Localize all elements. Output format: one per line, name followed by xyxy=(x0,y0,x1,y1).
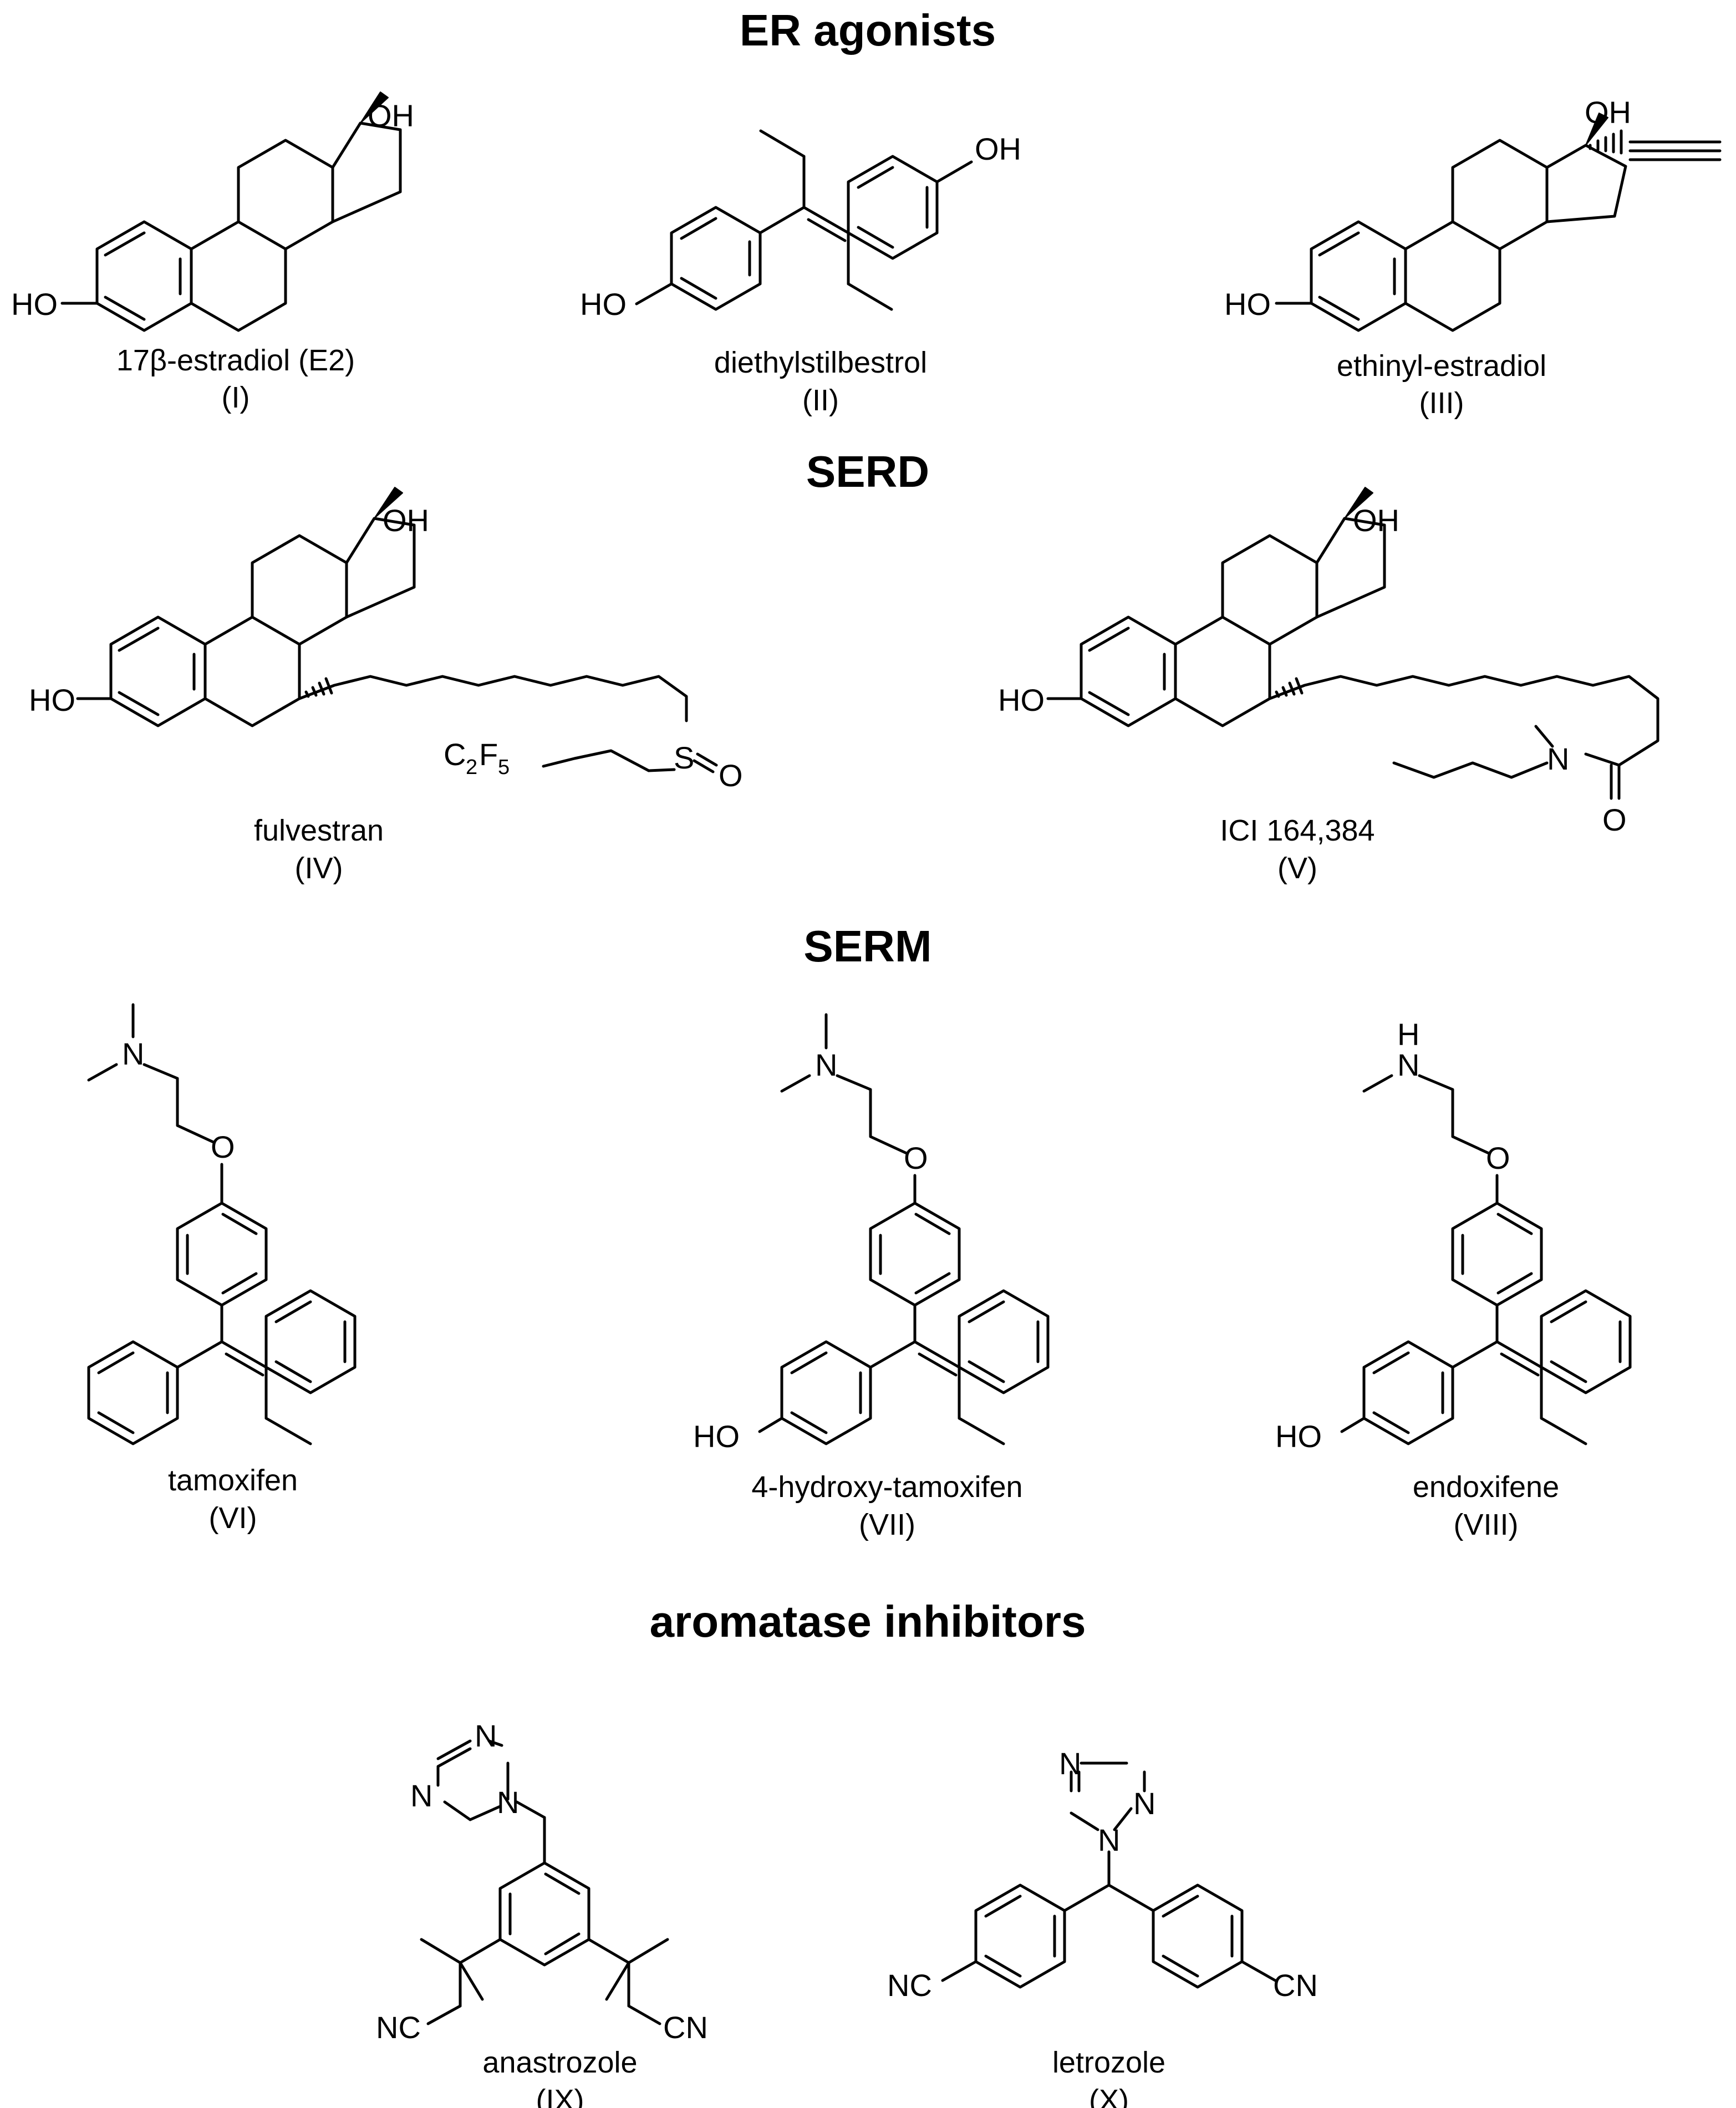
atom-o: O xyxy=(1602,802,1627,837)
atom-nc: NC xyxy=(376,2010,421,2045)
atom-n: N xyxy=(1098,1822,1120,1857)
atom-n: N xyxy=(1059,1746,1081,1781)
atom-h: H xyxy=(1397,1017,1419,1052)
compound-numeral-fulvestran: (IV) xyxy=(295,852,343,885)
structure-4-hydroxy-tamoxifen xyxy=(758,1013,1050,1445)
structure-anastrozole xyxy=(420,1739,669,2025)
structure-diethylstilbestrol xyxy=(635,129,973,311)
atom-s: S xyxy=(674,740,694,775)
compound-name-4-hydroxy-tamoxifen: 4-hydroxy-tamoxifen xyxy=(751,1470,1022,1504)
compound-name-ici-164384: ICI 164,384 xyxy=(1220,814,1374,847)
compound-numeral-estradiol: (I) xyxy=(222,381,250,414)
compound-numeral-diethylstilbestrol: (II) xyxy=(802,384,839,417)
atom-ho: HO xyxy=(580,287,627,322)
atom-o: O xyxy=(1486,1140,1510,1175)
atom-oh: OH xyxy=(383,503,429,538)
atom-n: N xyxy=(1133,1786,1155,1821)
section-title-serd: SERD xyxy=(806,447,929,496)
section-title-aromatase-inhibitors: aromatase inhibitors xyxy=(650,1597,1086,1646)
structure-fulvestran xyxy=(76,487,718,773)
compound-name-diethylstilbestrol: diethylstilbestrol xyxy=(714,346,927,379)
compound-numeral-ici-164384: (V) xyxy=(1277,852,1317,885)
atom-n: N xyxy=(122,1036,144,1071)
atom-n: N xyxy=(497,1785,519,1820)
atom-oh: OH xyxy=(1585,95,1631,130)
atom-cn: CN xyxy=(1273,1968,1318,2003)
compound-numeral-ethinyl-estradiol: (III) xyxy=(1419,386,1464,420)
atom-o: O xyxy=(719,758,743,793)
atom-o: O xyxy=(211,1129,235,1164)
atom-ho: HO xyxy=(693,1419,740,1454)
subscript-5: 5 xyxy=(498,756,510,779)
compound-numeral-4-hydroxy-tamoxifen: (VII) xyxy=(859,1508,915,1541)
atom-o: O xyxy=(904,1140,928,1175)
atom-oh: OH xyxy=(975,131,1021,166)
compound-numeral-endoxifene: (VIII) xyxy=(1454,1508,1519,1541)
structure-ici-164384 xyxy=(1046,487,1659,800)
structure-ethinyl-estradiol xyxy=(1275,113,1722,332)
compound-name-tamoxifen: tamoxifen xyxy=(168,1464,298,1497)
atom-ho: HO xyxy=(1275,1419,1322,1454)
compound-name-estradiol: 17β-estradiol (E2) xyxy=(116,344,355,377)
atom-f: F xyxy=(479,737,498,772)
atom-n: N xyxy=(815,1047,837,1082)
compound-numeral-tamoxifen: (VI) xyxy=(209,1501,257,1535)
compound-numeral-letrozole: (X) xyxy=(1089,2084,1129,2108)
structure-letrozole xyxy=(941,1761,1277,1989)
compound-numeral-anastrozole: (IX) xyxy=(536,2084,584,2108)
compound-name-fulvestran: fulvestran xyxy=(254,814,384,847)
structure-endoxifene xyxy=(1340,1074,1632,1445)
section-title-serm: SERM xyxy=(803,921,931,971)
atom-ho: HO xyxy=(29,683,75,717)
atom-ho: HO xyxy=(998,683,1045,717)
compound-name-letrozole: letrozole xyxy=(1052,2046,1165,2079)
atom-n: N xyxy=(1547,741,1569,776)
atom-n: N xyxy=(410,1778,432,1813)
atom-c: C xyxy=(444,737,466,772)
atom-cn: CN xyxy=(663,2010,708,2045)
atom-ho: HO xyxy=(1224,287,1271,322)
structure-estradiol xyxy=(60,91,402,332)
compound-name-ethinyl-estradiol: ethinyl-estradiol xyxy=(1337,349,1546,383)
subscript-2: 2 xyxy=(466,756,477,779)
atom-n: N xyxy=(475,1718,497,1753)
compound-name-endoxifene: endoxifene xyxy=(1413,1470,1559,1504)
atom-oh: OH xyxy=(368,98,414,133)
atom-oh: OH xyxy=(1353,503,1399,538)
atom-ho: HO xyxy=(11,287,58,322)
compound-name-anastrozole: anastrozole xyxy=(482,2046,637,2079)
atom-nc: NC xyxy=(887,1968,932,2003)
structure-tamoxifen xyxy=(87,1003,357,1445)
section-title-er-agonists: ER agonists xyxy=(740,6,996,55)
atom-n: N xyxy=(1397,1047,1419,1082)
